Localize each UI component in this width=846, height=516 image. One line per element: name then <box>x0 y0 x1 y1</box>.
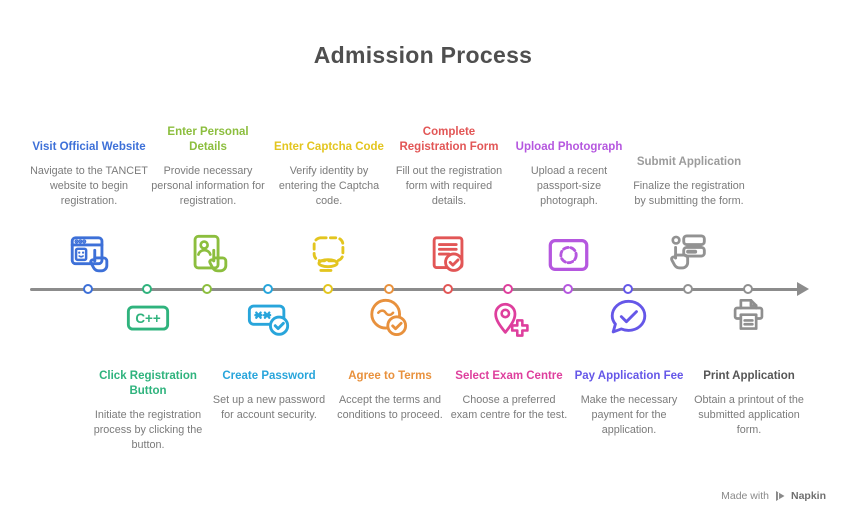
step-click-registration-button: Click Registration Button Initiate the r… <box>89 369 207 453</box>
step-upload-photograph: Upload Photograph Upload a recent passpo… <box>510 140 628 209</box>
step-submit-application: Submit Application Finalize the registra… <box>630 155 748 209</box>
step-complete-registration-form: Complete Registration Form Fill out the … <box>390 125 508 209</box>
step-description: Set up a new password for account securi… <box>212 394 326 422</box>
step-description: Verify identity by entering the Captcha … <box>278 165 380 208</box>
step-description: Provide necessary personal information f… <box>151 165 265 208</box>
step-description: Upload a recent passport-size photograph… <box>530 165 608 208</box>
step-select-exam-centre: Select Exam Centre Choose a preferred ex… <box>450 369 568 423</box>
timeline-dot <box>263 284 273 294</box>
step-description: Navigate to the TANCET website to begin … <box>30 165 148 208</box>
captcha-box-icon <box>306 233 352 279</box>
timeline-dot <box>563 284 573 294</box>
napkin-brand-label: Napkin <box>790 490 826 502</box>
exam-centre-pin-icon <box>486 296 532 342</box>
step-label: Select Exam Centre <box>455 370 563 382</box>
payment-confirmation-icon <box>606 296 652 342</box>
timeline-dot <box>202 284 212 294</box>
step-label: Click Registration Button <box>99 370 197 398</box>
timeline-line <box>30 288 799 291</box>
printer-icon <box>726 296 772 342</box>
timeline-dot <box>142 284 152 294</box>
step-description: Choose a preferred exam centre for the t… <box>450 394 568 422</box>
step-label: Pay Application Fee <box>574 370 684 382</box>
step-description: Make the necessary payment for the appli… <box>580 394 678 436</box>
registration-button-icon: C++ <box>125 296 171 342</box>
step-label: Enter Personal Details <box>167 125 249 154</box>
page-title: Admission Process <box>313 42 533 68</box>
napkin-logo-icon <box>775 491 785 501</box>
step-enter-personal-details: Enter Personal Details Provide necessary… <box>149 125 267 209</box>
step-description: Initiate the registration process by cli… <box>93 409 203 452</box>
timeline-dot <box>323 284 333 294</box>
step-label: Print Application <box>703 370 795 382</box>
step-label: Submit Application <box>636 156 742 169</box>
timeline-dot <box>503 284 513 294</box>
timeline-dot <box>384 284 394 294</box>
step-enter-captcha-code: Enter Captcha Code Verify identity by en… <box>270 140 388 209</box>
timeline-dot <box>623 284 633 294</box>
step-label: Upload Photograph <box>515 141 623 154</box>
timeline-dot <box>683 284 693 294</box>
timeline-arrow-icon <box>797 282 809 296</box>
terms-agreement-icon <box>367 296 413 342</box>
step-label: Create Password <box>222 370 316 382</box>
step-description: Finalize the registration by submitting … <box>633 180 745 208</box>
step-label: Visit Official Website <box>32 141 146 154</box>
step-label: Agree to Terms <box>348 370 432 382</box>
step-description: Accept the terms and conditions to proce… <box>337 394 443 422</box>
timeline-dot <box>83 284 93 294</box>
button-text: C++ <box>135 311 161 326</box>
timeline-dot <box>743 284 753 294</box>
browser-click-icon <box>66 233 112 279</box>
step-create-password: Create Password Set up a new password fo… <box>210 369 328 423</box>
step-label: Enter Captcha Code <box>274 141 384 154</box>
personal-details-form-icon <box>185 233 231 279</box>
timeline-dot <box>443 284 453 294</box>
step-visit-official-website: Visit Official Website Navigate to the T… <box>30 140 148 209</box>
step-pay-application-fee: Pay Application Fee Make the necessary p… <box>570 369 688 438</box>
step-print-application: Print Application Obtain a printout of t… <box>690 369 808 438</box>
napkin-attribution: Made with Napkin <box>721 490 826 502</box>
step-description: Fill out the registration form with requ… <box>395 165 503 208</box>
camera-icon <box>546 233 592 279</box>
made-with-label: Made with <box>721 490 769 502</box>
step-label: Complete Registration Form <box>399 125 499 154</box>
registration-form-check-icon <box>426 233 472 279</box>
submit-application-icon <box>666 233 712 279</box>
step-agree-to-terms: Agree to Terms Accept the terms and cond… <box>331 369 449 423</box>
step-description: Obtain a printout of the submitted appli… <box>694 394 804 436</box>
password-field-icon <box>246 296 292 342</box>
